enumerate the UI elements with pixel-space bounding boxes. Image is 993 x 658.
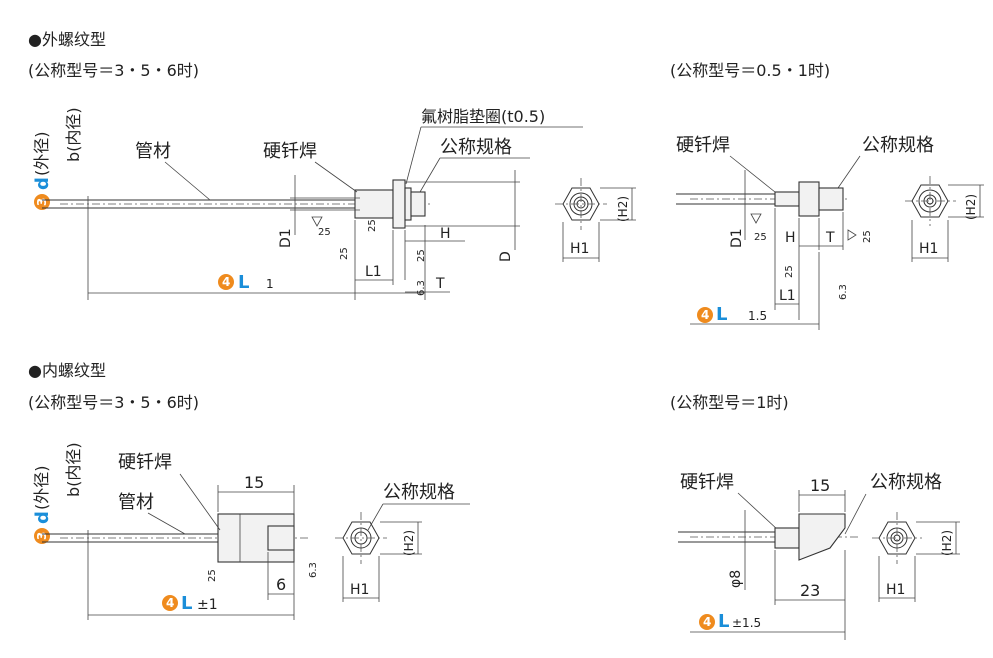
T-label: T — [435, 276, 445, 292]
external-hex-end-view-small: H1 (H2) — [905, 176, 984, 262]
inner-dia-label: b(内径) — [64, 107, 83, 162]
braze-label-small: 硬钎焊 — [676, 135, 730, 156]
L-letter-internal: L — [181, 593, 192, 614]
internal-hex-end-view-small: H1 (H2) — [872, 512, 960, 602]
L-letter: L — [238, 272, 249, 293]
internal-condition-left: (公称型号＝3・5・6时) — [28, 393, 199, 412]
D1-label-small: D1 — [729, 228, 745, 248]
nominal-label-internal: 公称规格 — [383, 482, 455, 503]
roughness-25-internal: 25 — [207, 569, 218, 582]
roughness-63-small: 6.3 — [838, 284, 849, 300]
roughness-25c: 25 — [339, 247, 350, 260]
external-heading: ●外螺纹型 — [28, 30, 106, 49]
dim-15-internal-small: 15 — [810, 476, 830, 495]
internal-condition-right: (公称型号＝1时) — [670, 393, 789, 412]
H1-label: H1 — [570, 241, 589, 257]
nominal-label-internal-small: 公称规格 — [870, 472, 942, 493]
badge-3-number-internal: 3 — [35, 532, 49, 540]
badge-4-number: 4 — [222, 275, 230, 289]
nominal-label-small: 公称规格 — [862, 135, 934, 156]
roughness-25-small-c: 25 — [784, 265, 795, 278]
H2-label: (H2) — [616, 196, 630, 222]
badge-4-number-internal: 4 — [166, 596, 174, 610]
internal-thread-small-view: 硬钎焊 公称规格 15 φ8 23 4 L ±1.5 — [678, 472, 942, 640]
badge-4-icon — [218, 274, 234, 290]
L1-label: L1 — [365, 264, 382, 280]
L1-label-small: L1 — [779, 288, 796, 304]
L-tolerance: 1 — [266, 277, 274, 291]
L-tolerance-small: 1.5 — [748, 309, 767, 323]
d-letter-internal: d — [32, 511, 53, 524]
badge-4-number-internal-small: 4 — [703, 615, 711, 629]
roughness-63-internal: 6.3 — [308, 562, 319, 578]
internal-heading: ●内螺纹型 — [28, 361, 106, 380]
braze-label: 硬钎焊 — [263, 141, 317, 162]
internal-thread-main-view: 3 d (外径) b(内径) 硬钎焊 管材 15 6 25 6.3 4 L ±1 — [32, 442, 319, 620]
external-thread-small-view: 硬钎焊 公称规格 D1 25 H T 25 L1 25 6.3 4 L 1.5 — [676, 135, 934, 330]
L-letter-internal-small: L — [718, 611, 729, 632]
internal-hex-end-view: 公称规格 H1 (H2) — [335, 482, 470, 602]
roughness-25-small-b: 25 — [862, 230, 873, 243]
roughness-25-small: 25 — [754, 232, 767, 243]
L-tolerance-internal: ±1 — [197, 597, 218, 613]
dim-6-internal: 6 — [276, 575, 286, 594]
badge-3-icon — [34, 194, 50, 210]
phi8-label: φ8 — [728, 570, 744, 588]
outer-dia-label: (外径) — [32, 132, 51, 177]
dim-23-internal-small: 23 — [800, 581, 820, 600]
nominal-label: 公称规格 — [440, 137, 512, 158]
roughness-25d: 25 — [416, 249, 427, 262]
badge-4-icon-internal — [162, 595, 178, 611]
H-label: H — [440, 226, 451, 242]
badge-3-number: 3 — [35, 198, 49, 206]
badge-3-icon-internal — [34, 528, 50, 544]
braze-label-internal-small: 硬钎焊 — [680, 472, 734, 493]
H2-label-small: (H2) — [964, 194, 978, 220]
H2-label-internal: (H2) — [402, 530, 416, 556]
L-letter-small: L — [716, 304, 727, 325]
H2-label-internal-small: (H2) — [940, 530, 954, 556]
external-hex-end-view: H1 (H2) — [555, 178, 636, 262]
L-tolerance-internal-small: ±1.5 — [732, 616, 761, 630]
tube-label-internal: 管材 — [118, 492, 154, 513]
H1-label-internal-small: H1 — [886, 582, 905, 598]
T-label-small: T — [825, 230, 835, 246]
D1-label: D1 — [278, 228, 294, 248]
gasket-label: 氟树脂垫圈(t0.5) — [421, 107, 545, 126]
outer-dia-label-internal: (外径) — [32, 466, 51, 511]
H1-label-internal: H1 — [350, 582, 369, 598]
dim-15-internal: 15 — [244, 473, 264, 492]
badge-4-icon-small — [697, 307, 713, 323]
badge-4-icon-internal-small — [699, 614, 715, 630]
external-thread-main-view: 3 d (外径) b(内径) 管材 硬钎焊 氟树脂垫圈(t0.5) 公称规格 D… — [32, 107, 583, 300]
roughness-25: 25 — [318, 227, 331, 238]
H1-label-small: H1 — [919, 241, 938, 257]
braze-label-internal: 硬钎焊 — [118, 452, 172, 473]
inner-dia-label-internal: b(内径) — [64, 442, 83, 497]
D-label: D — [498, 251, 514, 262]
external-condition-right: (公称型号＝0.5・1时) — [670, 61, 830, 80]
roughness-25b: 25 — [367, 219, 378, 232]
tube-label: 管材 — [135, 141, 171, 162]
badge-4-number-small: 4 — [701, 308, 709, 322]
external-condition-left: (公称型号＝3・5・6时) — [28, 61, 199, 80]
d-letter: d — [32, 177, 53, 190]
roughness-63: 6.3 — [416, 280, 427, 296]
H-label-small: H — [785, 230, 796, 246]
